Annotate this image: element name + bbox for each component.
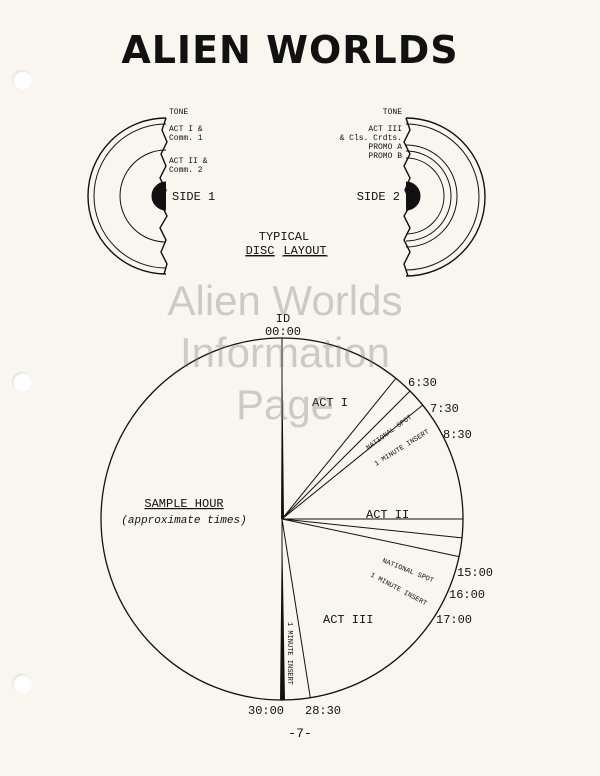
watermark-line: Page [235,381,335,428]
disc-caption-disc: DISC [246,244,275,258]
pie-divider-line [281,518,463,539]
disc-caption-layout: LAYOUT [283,244,326,258]
side2-band1-label: & Cls. Crdts. [340,134,402,143]
segment-act-ii: ACT II [366,508,409,522]
disc-caption-line1: TYPICAL [259,230,309,244]
side1-label: SIDE 1 [172,190,215,204]
side1-tone-label: TONE [169,108,188,117]
time-label-1500: 15:00 [457,566,493,580]
side2-disc [403,117,486,277]
segment-act-iii: ACT III [323,613,373,627]
pie-insert-band [280,519,285,700]
side1-band2-label: ACT II & [169,157,208,166]
pie-act1-start-band [281,338,284,519]
pie-divider-line [281,404,424,520]
pie-divider-line [281,518,311,698]
side1-band1-label: ACT I & [169,125,203,134]
time-label-0630: 6:30 [408,376,437,390]
side2-label: SIDE 2 [357,190,400,204]
time-label-1700: 17:00 [436,613,472,627]
pie-center-subtitle: (approximate times) [121,515,246,527]
pie-center-title: SAMPLE HOUR [144,497,223,511]
segment-act-i: ACT I [312,396,348,410]
side2-tone-label: TONE [383,108,402,117]
binder-hole [12,674,32,694]
segment-1-minute-insert: 1 MINUTE INSERT [285,622,293,685]
watermark-line: Alien Worlds [167,277,403,324]
side2-band1-label: ACT III [368,125,402,134]
side2-promo-a-label: PROMO A [368,143,402,152]
time-label-0830: 8:30 [443,428,472,442]
pie-divider-line [281,377,397,520]
pie-divider-line [281,390,411,520]
page-title: ALIEN WORLDS [121,28,459,72]
time-label-3000: 30:00 [248,704,284,718]
binder-hole [12,372,32,392]
side2-promo-b-label: PROMO B [368,152,402,161]
id-label: ID [276,312,290,326]
side1-band2-label: Comm. 2 [169,166,203,175]
watermark-line: Information [179,329,391,376]
time-label-0000: 00:00 [265,325,301,339]
disc-layout-diagram: TONE ACT I & Comm. 1 ACT II & Comm. 2 SI… [87,108,486,277]
binder-hole [12,70,32,90]
side1-band1-label: Comm. 1 [169,134,203,143]
side1-disc [87,117,168,275]
pie-divider-line [281,518,460,558]
time-label-1600: 16:00 [449,588,485,602]
time-label-2830: 28:30 [305,704,341,718]
page-number: -7- [288,726,312,741]
time-label-0730: 7:30 [430,402,459,416]
